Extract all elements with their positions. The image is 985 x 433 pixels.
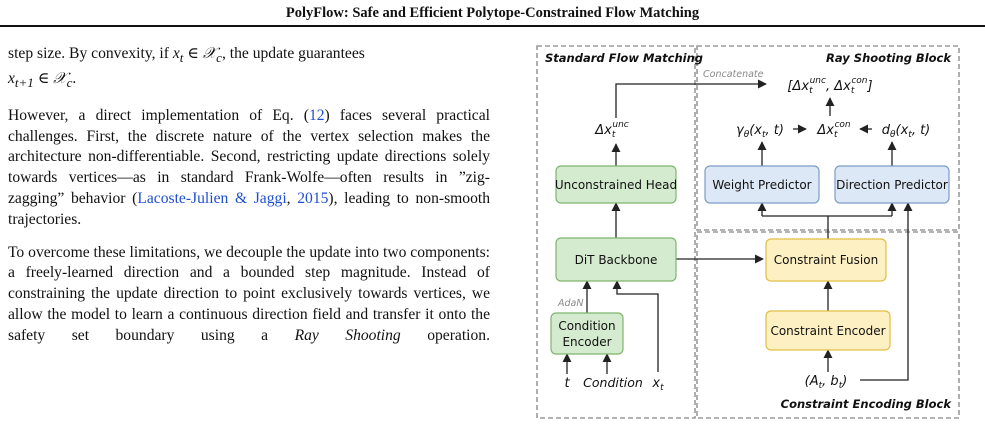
- concatenate-label: Concatenate: [703, 69, 764, 80]
- architecture-figure: Standard Flow Matching Ray Shooting Bloc…: [536, 45, 960, 419]
- dit-backbone-box: [555, 237, 677, 282]
- constraint-fusion-box: [765, 238, 887, 282]
- paragraph-1: step size. By convexity, if xt ∈ 𝒳c, the…: [8, 45, 365, 91]
- unconstrained-head-box: [555, 165, 677, 204]
- citation-link[interactable]: Lacoste-Julien & Jaggi: [137, 190, 287, 207]
- constraint-encoding-block-title: Constraint Encoding Block: [781, 397, 953, 411]
- condition-encoder-label-line1: Condition: [558, 319, 615, 333]
- delta-x-unc-label: Δxtunc: [594, 120, 629, 140]
- equation-ref-link[interactable]: 12: [308, 106, 325, 124]
- standard-flow-matching-title: Standard Flow Matching: [545, 51, 703, 65]
- d-theta-label: dθ(xt, t): [882, 123, 931, 140]
- paragraph-3: To overcome these limitations, we decoup…: [8, 243, 490, 344]
- gamma-label: γθ(xt, t): [736, 123, 784, 140]
- constraint-encoder-label: Constraint Encoder: [770, 324, 885, 338]
- direction-predictor-label: Direction Predictor: [836, 178, 948, 192]
- body-text-column: step size. By convexity, if xt ∈ 𝒳c, the…: [0, 44, 500, 359]
- page-header: PolyFlow: Safe and Efficient Polytope-Co…: [0, 0, 985, 28]
- input-condition-label: Condition: [583, 375, 643, 390]
- condition-encoder-box: [550, 312, 624, 355]
- constraint-fusion-label: Constraint Fusion: [774, 253, 878, 267]
- weight-predictor-label: Weight Predictor: [712, 178, 811, 192]
- input-t-label: t: [564, 376, 570, 391]
- standard-flow-matching-region: [536, 45, 696, 419]
- input-xt-label: xt: [651, 376, 664, 393]
- dit-backbone-label: DiT Backbone: [575, 253, 658, 267]
- citation-year-link[interactable]: 2015: [297, 190, 329, 207]
- paper-running-title: PolyFlow: Safe and Efficient Polytope-Co…: [285, 5, 700, 21]
- header-rule: [0, 25, 985, 27]
- unconstrained-head-label: Unconstrained Head: [555, 178, 677, 192]
- adan-label: AdaN: [557, 298, 583, 309]
- concat-output-label: [Δxtunc, Δxtcon]: [787, 76, 872, 96]
- constraint-encoder-box: [765, 310, 891, 351]
- ray-shooting-block-title: Ray Shooting Block: [826, 51, 952, 65]
- constraint-input-label: (At, bt): [805, 374, 848, 391]
- paragraph-2: However, a direct implementation of Eq. …: [8, 106, 490, 228]
- weight-predictor-box: [704, 165, 820, 204]
- condition-encoder-label-line2: Encoder: [562, 335, 611, 349]
- delta-x-con-label: Δxtcon: [816, 120, 851, 140]
- direction-predictor-box: [834, 165, 950, 204]
